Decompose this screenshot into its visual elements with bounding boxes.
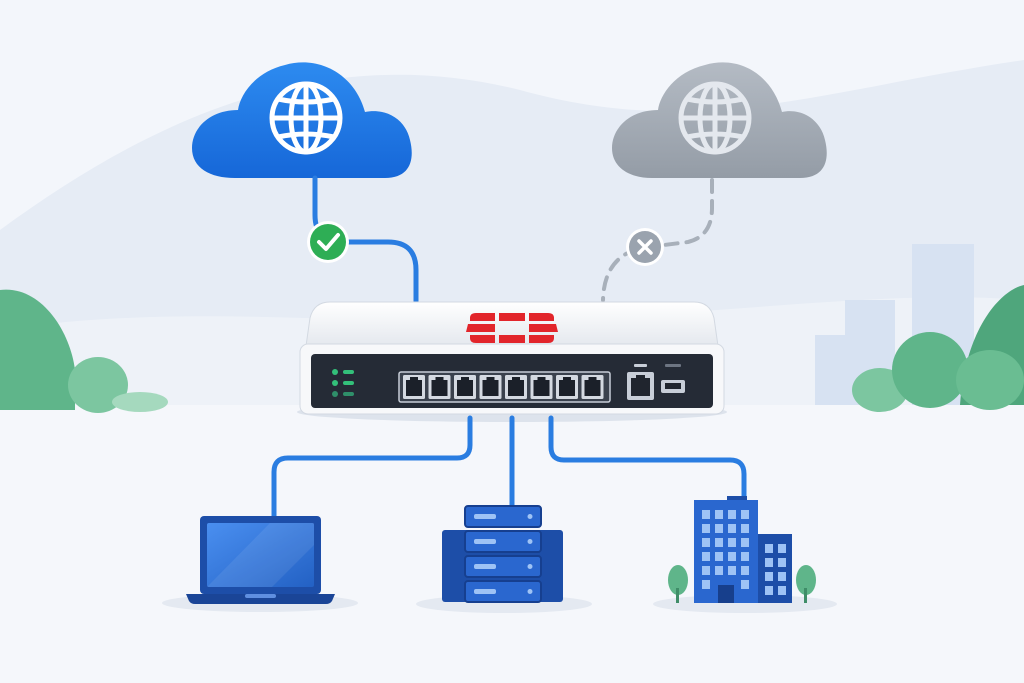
- lan-port[interactable]: [479, 375, 502, 399]
- office-window: [778, 544, 786, 553]
- office-window: [741, 580, 749, 589]
- lan-port[interactable]: [403, 375, 425, 399]
- office-window: [778, 558, 786, 567]
- check-icon: [317, 233, 340, 251]
- office-window: [702, 524, 710, 533]
- office-window: [715, 524, 723, 533]
- server-unit: [464, 505, 542, 528]
- office-window: [778, 572, 786, 581]
- lan-port[interactable]: [530, 375, 553, 399]
- office-link-line: [548, 415, 747, 503]
- lan-port[interactable]: [556, 375, 578, 399]
- office-window: [715, 566, 723, 575]
- office-window: [741, 538, 749, 547]
- backup-internet-cloud: [612, 62, 827, 179]
- status-leds: [332, 369, 354, 397]
- office-window: [702, 566, 710, 575]
- office-window: [728, 538, 736, 547]
- office-window: [702, 538, 710, 547]
- server-icon: [416, 505, 592, 613]
- office-window: [765, 572, 773, 581]
- connected-status-badge: [307, 221, 349, 263]
- office-window: [741, 566, 749, 575]
- office-window: [765, 558, 773, 567]
- laptop-icon: [162, 516, 358, 612]
- fortinet-logo: [466, 313, 558, 343]
- wan-port[interactable]: [627, 364, 654, 400]
- office-building-icon: [653, 496, 837, 613]
- office-window: [741, 552, 749, 561]
- office-window: [741, 524, 749, 533]
- x-icon: [637, 239, 653, 255]
- office-window: [728, 566, 736, 575]
- office-window: [702, 580, 710, 589]
- laptop-link-line: [271, 415, 473, 520]
- office-window: [715, 510, 723, 519]
- server-unit: [464, 580, 542, 603]
- office-window: [765, 586, 773, 595]
- tree-icon: [668, 565, 816, 603]
- lan-port[interactable]: [581, 375, 604, 399]
- office-window: [765, 544, 773, 553]
- server-unit: [464, 555, 542, 578]
- disconnected-status-badge: [626, 228, 664, 266]
- office-window: [728, 510, 736, 519]
- firewall-appliance: [297, 301, 727, 422]
- server-unit: [464, 530, 542, 553]
- primary-internet-cloud: [192, 62, 412, 179]
- globe-icon: [269, 81, 343, 155]
- office-window: [728, 524, 736, 533]
- office-window: [715, 538, 723, 547]
- office-window: [702, 510, 710, 519]
- left-bush: [0, 289, 168, 413]
- lan-port[interactable]: [454, 375, 476, 399]
- lan-port[interactable]: [428, 375, 451, 399]
- backup-uplink-line: [601, 178, 714, 302]
- globe-icon: [678, 81, 752, 155]
- office-window: [778, 586, 786, 595]
- office-window: [702, 552, 710, 561]
- office-window: [715, 552, 723, 561]
- office-window: [728, 552, 736, 561]
- lan-ports: [403, 375, 604, 399]
- usb-port[interactable]: [661, 364, 685, 393]
- lan-port[interactable]: [505, 375, 527, 399]
- right-bush: [852, 285, 1024, 412]
- office-window: [741, 510, 749, 519]
